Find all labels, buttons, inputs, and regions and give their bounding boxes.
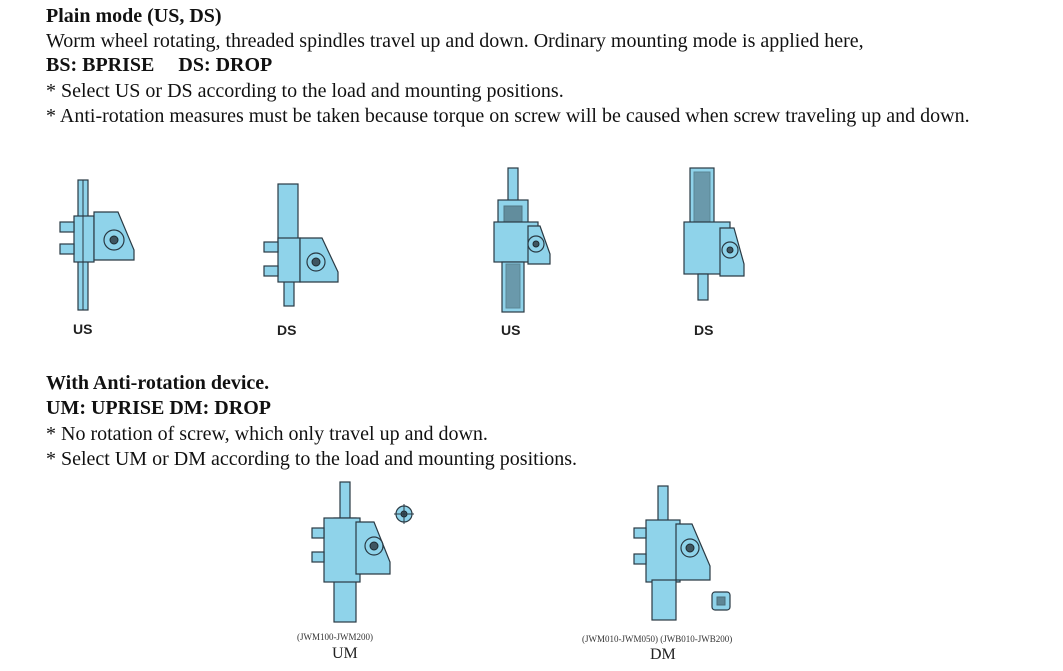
figure-ds-plain-1 (263, 183, 339, 307)
plain-code-bs: BS: BPRISE (46, 54, 155, 76)
anti-note-1: * No rotation of screw, which only trave… (46, 423, 488, 445)
figure-model-um: (JWM100-JWM200) (297, 632, 373, 642)
figure-um (311, 481, 414, 623)
figure-label-um: UM (332, 645, 358, 662)
figure-us-plain-1 (59, 179, 135, 311)
plain-code-ds: DS: DROP (178, 54, 273, 76)
plain-heading: Plain mode (US, DS) (46, 5, 222, 27)
figure-ds-plain-2 (683, 167, 745, 301)
figure-dm (633, 485, 731, 621)
figure-label-ds-2: DS (694, 322, 714, 338)
figure-us-plain-2 (493, 167, 551, 313)
anti-codes: UM: UPRISE DM: DROP (46, 397, 271, 419)
plain-note-1: * Select US or DS according to the load … (46, 80, 564, 102)
anti-heading: With Anti-rotation device. (46, 372, 270, 394)
figure-label-us-1: US (73, 321, 93, 337)
figure-label-dm: DM (650, 646, 676, 663)
plain-description: Worm wheel rotating, threaded spindles t… (46, 30, 864, 52)
figure-label-ds-1: DS (277, 322, 297, 338)
figure-model-dm: (JWM010-JWM050) (JWB010-JWB200) (582, 634, 733, 644)
plain-codes: BS: BPRISE DS: DROP (46, 53, 272, 78)
plain-note-2: * Anti-rotation measures must be taken b… (46, 105, 970, 127)
figure-label-us-2: US (501, 322, 521, 338)
anti-note-2: * Select UM or DM according to the load … (46, 448, 578, 470)
